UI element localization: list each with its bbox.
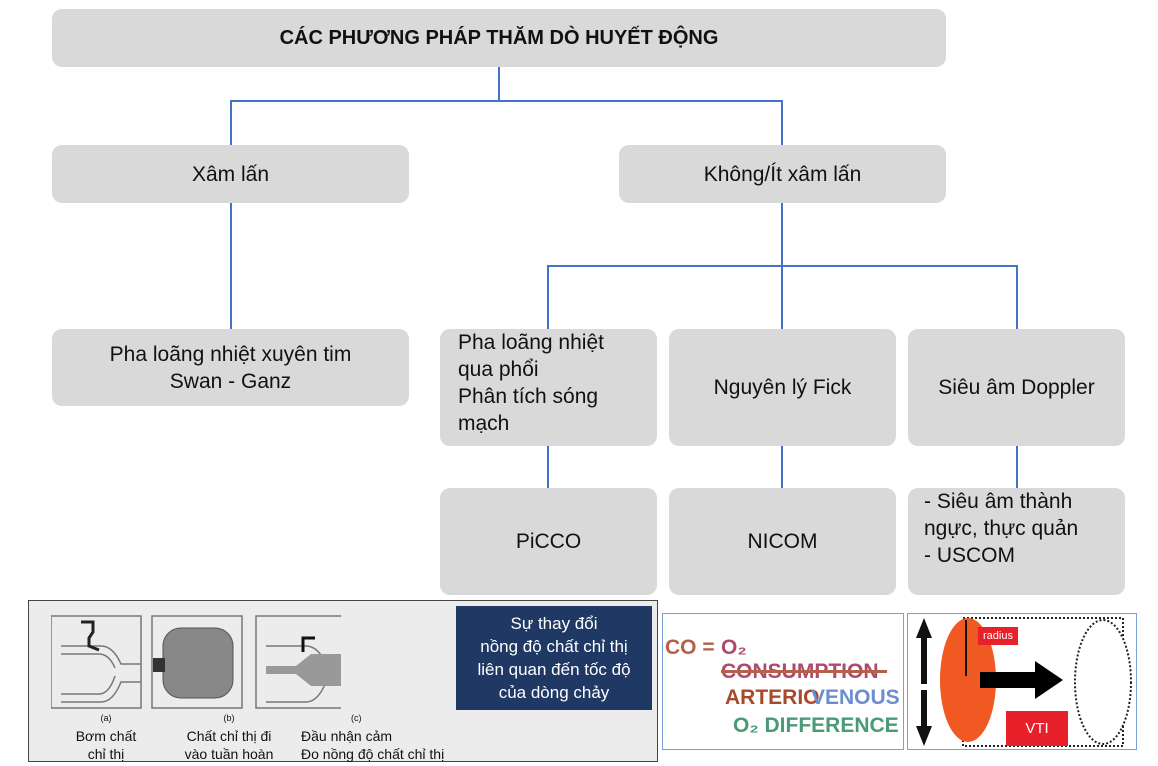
device-line: ngực, thực quản <box>924 517 1079 540</box>
connector <box>230 203 232 329</box>
step-tag: (c) <box>351 713 362 723</box>
vti-label: VTI <box>1006 711 1068 746</box>
invasive-label: Xâm lấn <box>191 162 270 186</box>
dilution-note: Sự thay đổi nồng độ chất chỉ thị liên qu… <box>456 606 652 710</box>
connector <box>230 100 783 102</box>
nicom-box: NICOM <box>669 488 896 595</box>
invasive-box: Xâm lấn <box>52 145 409 203</box>
doppler-box: Siêu âm Doppler <box>908 329 1125 446</box>
device-label: PiCCO <box>515 530 582 553</box>
doppler-diagram <box>916 617 1132 747</box>
step-line: Đo nồng độ chất chỉ thị <box>301 746 445 762</box>
step-tag: (a) <box>100 713 112 723</box>
connector <box>781 265 783 329</box>
step-line: Đầu nhận cảm <box>301 728 393 744</box>
connector <box>1016 446 1018 488</box>
step-line: Chất chỉ thị đi <box>186 728 272 744</box>
connector <box>781 203 783 266</box>
connector <box>547 446 549 488</box>
radius-label: radius <box>978 627 1018 645</box>
step-line: vào tuần hoàn <box>184 746 274 762</box>
connector <box>781 100 783 145</box>
method-label: Nguyên lý Fick <box>713 376 852 399</box>
transpulmonary-box: Pha loãng nhiệt qua phổi Phân tích sóng … <box>440 329 657 446</box>
note-line: liên quan đến tốc độ <box>477 660 631 679</box>
step-line: Bơm chất <box>75 728 137 744</box>
title: CÁC PHƯƠNG PHÁP THĂM DÒ HUYẾT ĐỘNG <box>279 26 719 49</box>
step-tag: (b) <box>223 713 235 723</box>
method-line: qua phổi <box>458 358 539 381</box>
noninvasive-box: Không/Ít xâm lấn <box>619 145 946 203</box>
doppler-vti-image: radius VTI <box>907 613 1137 750</box>
formula-den-arterio: ARTERIO <box>725 686 820 709</box>
noninvasive-label: Không/Ít xâm lấn <box>703 162 862 186</box>
device-line: - USCOM <box>924 544 1015 567</box>
method-line: Phân tích sóng <box>458 385 599 408</box>
step-b: (b) Chất chỉ thị đi vào tuần hoàn <box>169 709 289 763</box>
method-line: Swan - Ganz <box>169 369 292 393</box>
dilution-illustration: (a) Bơm chất chỉ thị (b) Chất chỉ thị đi… <box>28 600 658 762</box>
formula-den-venous: VENOUS <box>811 686 900 709</box>
note-line: nồng độ chất chỉ thị <box>480 637 628 656</box>
fick-box: Nguyên lý Fick <box>669 329 896 446</box>
connector <box>547 265 549 329</box>
device-line: - Siêu âm thành <box>924 490 1073 513</box>
echo-box: - Siêu âm thành ngực, thực quản - USCOM <box>908 488 1125 595</box>
step-line: chỉ thị <box>87 746 125 762</box>
device-label: NICOM <box>747 530 818 553</box>
formula-numerator: O₂ CONSUMPTION <box>721 636 879 683</box>
picco-box: PiCCO <box>440 488 657 595</box>
note-line: của dòng chảy <box>498 683 610 702</box>
step-a: (a) Bơm chất chỉ thị <box>51 709 161 763</box>
method-line: Pha loãng nhiệt xuyên tim <box>109 342 352 366</box>
connector <box>1016 265 1018 329</box>
connector <box>230 100 232 145</box>
method-label: Siêu âm Doppler <box>938 376 1095 399</box>
connector <box>781 446 783 488</box>
fraction-bar <box>721 670 887 673</box>
title-box: CÁC PHƯƠNG PHÁP THĂM DÒ HUYẾT ĐỘNG <box>52 9 946 67</box>
note-line: Sự thay đổi <box>510 614 598 633</box>
connector <box>498 67 500 101</box>
dilution-steps-image <box>51 615 341 709</box>
method-line: Pha loãng nhiệt <box>458 331 604 354</box>
formula-den-difference: O₂ DIFFERENCE <box>733 714 899 737</box>
method-line: mạch <box>458 412 510 435</box>
swan-ganz-box: Pha loãng nhiệt xuyên tim Swan - Ganz <box>52 329 409 406</box>
formula-lhs: CO = <box>665 636 715 659</box>
step-c: (c) Đầu nhận cảm Đo nồng độ chất chỉ thị <box>301 709 461 763</box>
